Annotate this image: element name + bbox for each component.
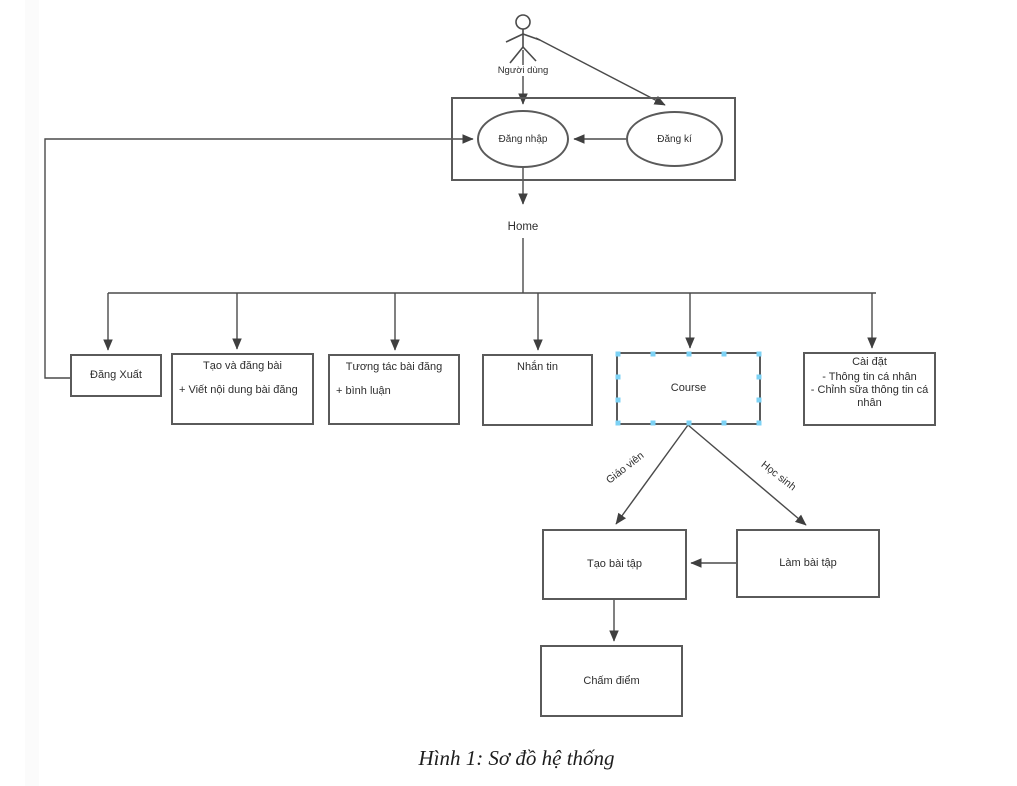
node-cham-diem[interactable]: Chấm điểm xyxy=(540,645,683,717)
node-tao-va-dang-bai-detail: + Viết nội dung bài đăng xyxy=(179,384,298,396)
node-lam-bai-tap[interactable]: Làm bài tập xyxy=(736,529,880,598)
node-course-label: Course xyxy=(670,382,707,394)
auth-container-box xyxy=(451,97,736,181)
node-course[interactable]: Course xyxy=(615,351,762,426)
node-tao-va-dang-bai[interactable]: Tạo và đăng bài + Viết nội dung bài đăng xyxy=(171,353,314,425)
selection-handle[interactable] xyxy=(615,420,621,426)
node-dang-xuat[interactable]: Đăng Xuất xyxy=(70,354,162,397)
selection-handle[interactable] xyxy=(615,351,621,357)
selection-handle[interactable] xyxy=(686,420,691,426)
actor-icon xyxy=(505,14,541,64)
selection-handle[interactable] xyxy=(650,351,656,357)
node-tuong-tac-bai-dang[interactable]: Tương tác bài đăng + bình luận xyxy=(328,354,460,425)
selection-handle[interactable] xyxy=(756,374,762,380)
selection-handle[interactable] xyxy=(615,397,621,403)
selection-handle[interactable] xyxy=(756,397,762,403)
node-tao-va-dang-bai-title: Tạo và đăng bài xyxy=(203,360,282,372)
node-tao-bai-tap-label: Tạo bài tập xyxy=(586,558,643,570)
selection-handle[interactable] xyxy=(615,374,621,380)
node-nhan-tin-label: Nhắn tin xyxy=(517,361,558,373)
selection-handle[interactable] xyxy=(650,420,656,426)
figure-caption: Hình 1: Sơ đồ hệ thống xyxy=(418,746,615,770)
node-dang-nhap[interactable]: Đăng nhập xyxy=(477,110,569,168)
selection-handle[interactable] xyxy=(756,420,762,426)
home-label: Home xyxy=(503,221,543,233)
node-dang-nhap-label: Đăng nhập xyxy=(498,133,548,145)
node-tuong-tac-detail: + bình luận xyxy=(336,385,391,397)
node-cai-dat[interactable]: Cài đặt - Thông tin cá nhân - Chỉnh sữa … xyxy=(803,352,936,426)
node-nhan-tin[interactable]: Nhắn tin xyxy=(482,354,593,426)
node-dang-ki-label: Đăng kí xyxy=(657,133,692,145)
node-tao-bai-tap[interactable]: Tạo bài tập xyxy=(542,529,687,600)
node-lam-bai-tap-label: Làm bài tập xyxy=(779,557,837,569)
selection-handle[interactable] xyxy=(721,420,727,426)
selection-handle[interactable] xyxy=(721,351,727,357)
selection-handle[interactable] xyxy=(756,351,762,357)
node-cai-dat-line1: - Thông tin cá nhân xyxy=(822,371,917,383)
node-cham-diem-label: Chấm điểm xyxy=(583,674,640,687)
node-cai-dat-line2: - Chỉnh sữa thông tin cá nhân xyxy=(810,384,929,409)
node-cai-dat-title: Cài đặt xyxy=(852,356,887,368)
selection-handle[interactable] xyxy=(686,351,691,357)
node-dang-xuat-label: Đăng Xuất xyxy=(90,369,142,381)
node-tuong-tac-title: Tương tác bài đăng xyxy=(345,361,443,373)
page-edge-shade xyxy=(25,0,39,786)
actor-label: Người dùng xyxy=(495,65,551,76)
node-dang-ki[interactable]: Đăng kí xyxy=(626,111,723,167)
